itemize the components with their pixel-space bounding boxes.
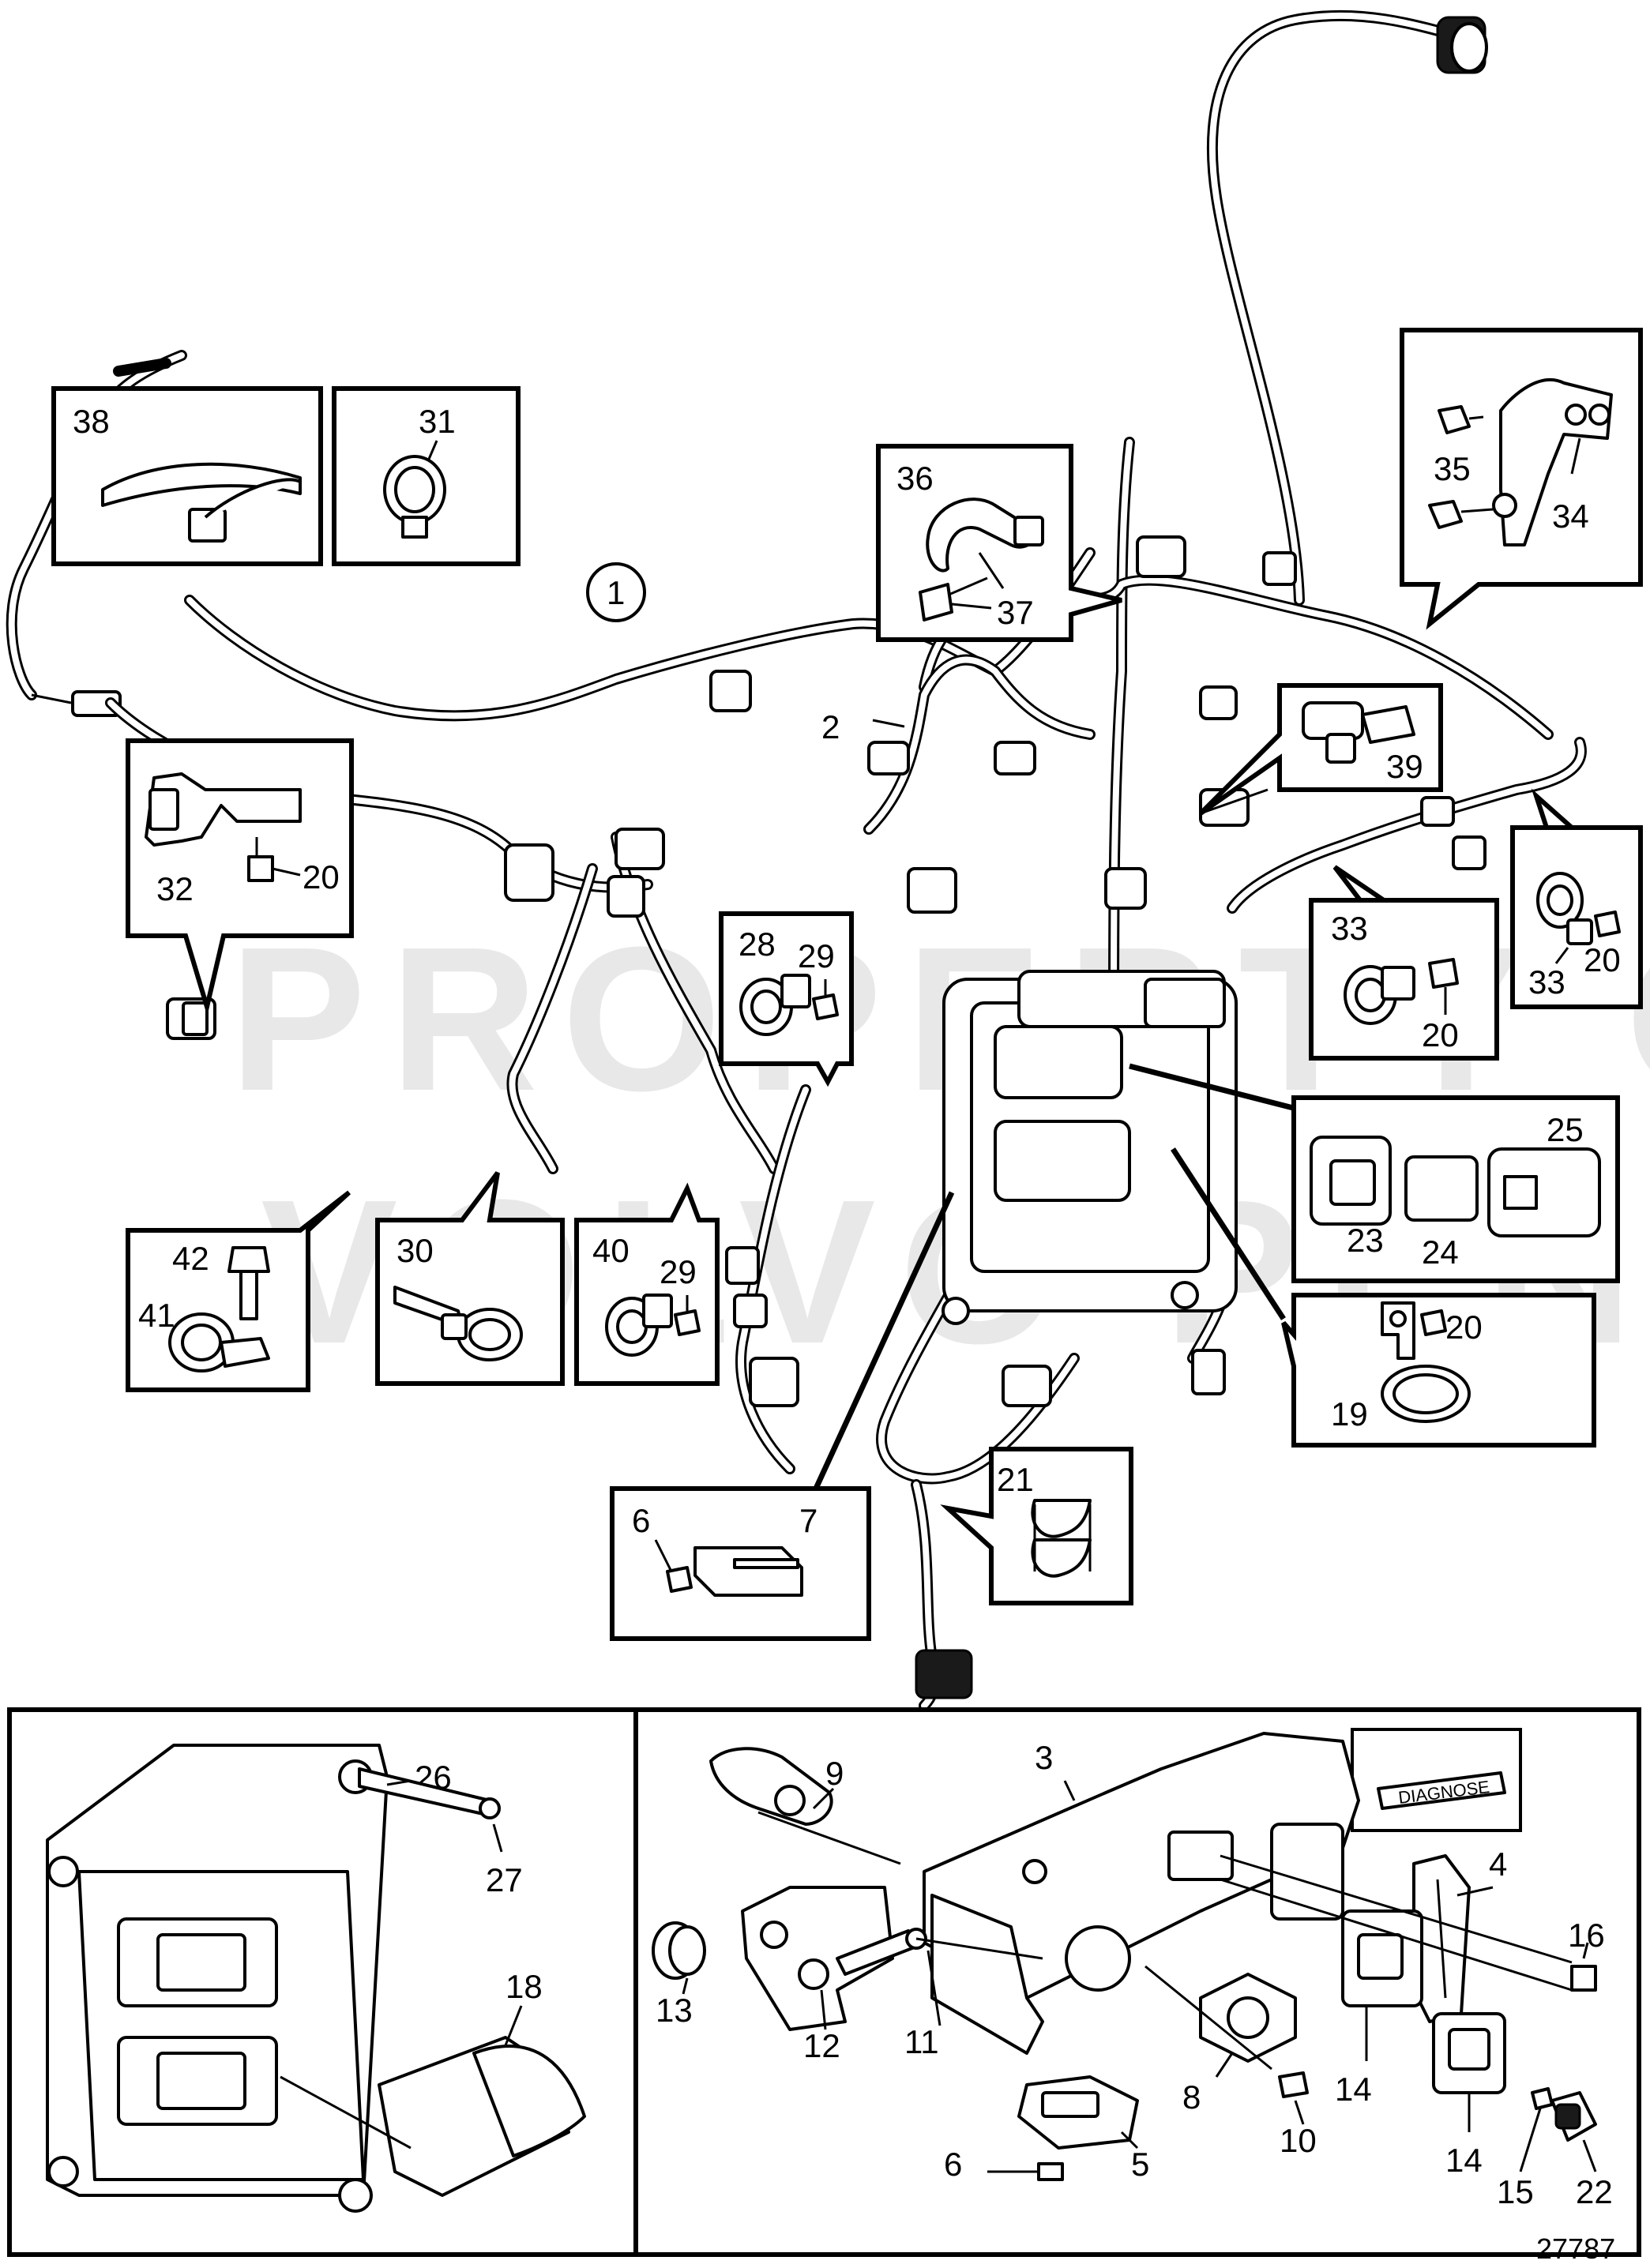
panel-ecu: 27 26 18	[7, 1707, 652, 2257]
callout-38: 38	[73, 403, 110, 440]
callout-14-a: 14	[1335, 2071, 1372, 2108]
callout-29-b: 29	[660, 1253, 697, 1290]
callout-19: 19	[1331, 1395, 1368, 1433]
box-31-clamp: 31	[332, 386, 521, 566]
callout-2: 2	[821, 708, 840, 745]
top-connector	[1436, 16, 1488, 74]
drawing-number: 27787	[1536, 2232, 1615, 2264]
harness-center-ecu	[942, 970, 1238, 1325]
callout-36: 36	[896, 460, 934, 497]
callout-21: 21	[997, 1461, 1034, 1498]
callout-22: 22	[1576, 2173, 1613, 2210]
callout-20-b: 20	[1422, 1016, 1459, 1053]
box-19-20-clamp: 20 19	[1281, 1293, 1596, 1448]
callout-11: 11	[904, 2023, 939, 2060]
box-41-42-grommet-bolt: 42 41	[126, 1190, 351, 1392]
callout-20-d: 20	[1445, 1309, 1483, 1346]
callout-29-a: 29	[798, 937, 835, 974]
callout-28: 28	[739, 926, 776, 963]
callout-13: 13	[656, 1992, 693, 2029]
callout-10: 10	[1280, 2122, 1317, 2159]
callout-6-b: 6	[944, 2146, 962, 2183]
callout-12: 12	[803, 2027, 840, 2064]
callout-31: 31	[419, 403, 456, 440]
wiring-harness	[6, 9, 1587, 1711]
box-32-20-bracket: 32 20	[126, 738, 354, 1016]
view-number-circle: 1	[586, 562, 646, 622]
callout-32: 32	[156, 870, 194, 907]
box-33-20-clamp-b: 33 20	[1510, 788, 1643, 1009]
box-39-sensor: 39	[1198, 683, 1443, 816]
box-30-clip: 30	[375, 1171, 565, 1386]
box-23-24-25-relays: 25 23 24	[1291, 1095, 1620, 1283]
panel-bracket-assembly: 9 3 17 4 16 13 12 11 14 8 10 6 5 14 15 2…	[633, 1707, 1641, 2257]
box-38-cable-tie: 38	[51, 386, 323, 566]
callout-lines	[795, 719, 1300, 1530]
callout-30: 30	[397, 1232, 434, 1269]
callout-33-a: 33	[1331, 910, 1368, 947]
callout-20-c: 20	[1584, 941, 1621, 978]
callout-3: 3	[1035, 1739, 1053, 1776]
callout-6-a: 6	[632, 1502, 650, 1539]
box-40-29-clamp: 40 29	[574, 1182, 720, 1386]
callout-37: 37	[997, 594, 1034, 631]
callout-4: 4	[1489, 1846, 1507, 1883]
callout-14-b: 14	[1445, 2142, 1483, 2179]
callout-23: 23	[1347, 1222, 1384, 1259]
callout-33-b: 33	[1528, 963, 1565, 1001]
callout-5: 5	[1131, 2146, 1149, 2183]
box-6-7-plate: 6 7	[610, 1486, 871, 1641]
box-28-29-clamp: 28 29	[719, 911, 854, 1087]
diagnose-plate: DIAGNOSE	[1239, 1728, 1522, 1873]
callout-40: 40	[592, 1232, 630, 1269]
box-36-37-clamp-and-bolt: 36 37	[876, 444, 1122, 642]
callout-41: 41	[138, 1297, 175, 1334]
callout-20-a: 20	[303, 858, 340, 896]
box-34-35-bracket: 35 34	[1400, 328, 1643, 630]
callout-34: 34	[1552, 498, 1589, 535]
callout-39: 39	[1386, 748, 1423, 785]
callout-27: 27	[486, 1861, 523, 1898]
callout-35: 35	[1434, 450, 1471, 487]
callout-24: 24	[1422, 1234, 1459, 1271]
box-21-clip: 21	[940, 1447, 1133, 1605]
left-sensor-plug	[31, 690, 122, 717]
callout-8: 8	[1182, 2078, 1201, 2116]
callout-42: 42	[172, 1240, 209, 1277]
callout-15: 15	[1497, 2173, 1534, 2210]
box-33-20-clamp-a: 33 20	[1309, 865, 1499, 1061]
view-number: 1	[607, 574, 625, 611]
callout-25: 25	[1547, 1111, 1584, 1148]
callout-9: 9	[825, 1755, 844, 1792]
callout-18: 18	[506, 1968, 543, 2005]
harness-connectors	[166, 535, 1487, 1699]
callout-7: 7	[799, 1502, 817, 1539]
